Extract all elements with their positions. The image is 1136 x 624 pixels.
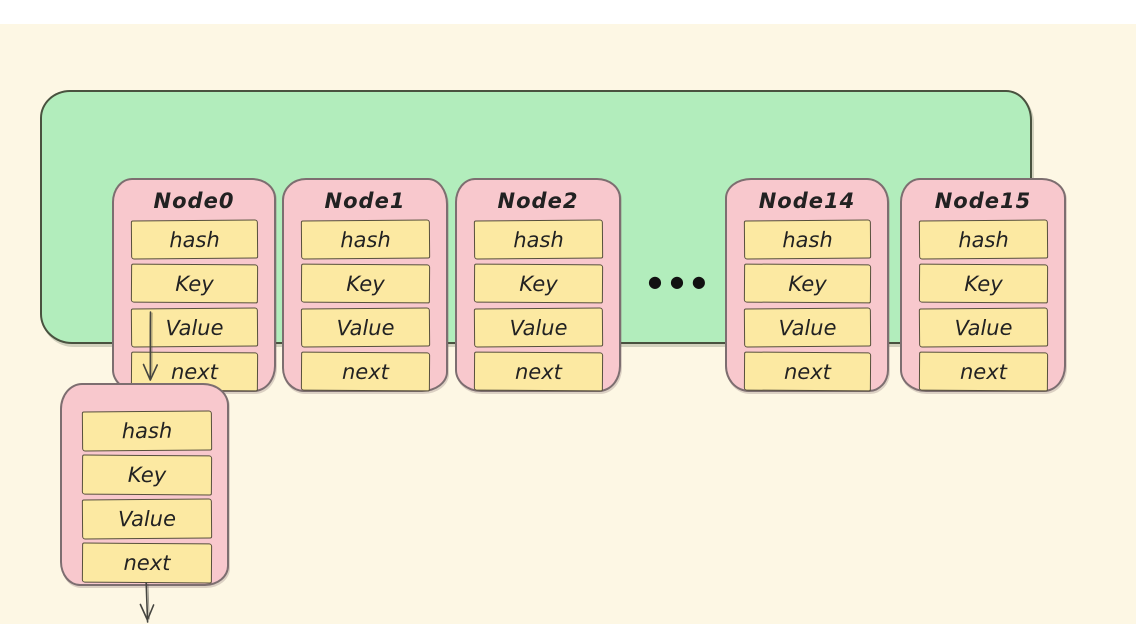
field-value: Value	[300, 307, 431, 348]
field-next: next	[473, 351, 604, 392]
field-value: Value	[918, 307, 1049, 348]
field-hash: hash	[918, 219, 1049, 260]
ellipsis-dots: ●●●	[648, 272, 714, 291]
field-hash: hash	[300, 219, 431, 260]
node-title: Node14	[758, 189, 856, 213]
field-value: Value	[473, 307, 604, 348]
field-key: Key	[300, 263, 431, 304]
node-fields: hash Key Value next	[743, 219, 872, 392]
field-next: next	[81, 542, 213, 584]
node-card-node14: Node14 hash Key Value next	[725, 178, 889, 392]
bucket-array-container: Node0 hash Key Value next Node1 hash Key…	[40, 90, 1066, 392]
field-next: next	[743, 351, 872, 392]
field-hash: hash	[473, 219, 604, 260]
diagram-canvas: Node0 hash Key Value next Node1 hash Key…	[0, 24, 1136, 624]
field-key: Key	[130, 263, 259, 304]
field-key: Key	[81, 454, 213, 496]
field-next: next	[300, 351, 431, 392]
node-title: Node0	[153, 189, 235, 213]
field-key: Key	[743, 263, 872, 304]
node-title: Node2	[497, 189, 579, 213]
node-fields: hash Key Value next	[130, 219, 259, 392]
node-fields: hash Key Value next	[300, 219, 431, 392]
field-value: Value	[130, 307, 259, 348]
node-card-node1: Node1 hash Key Value next	[282, 178, 448, 392]
field-hash: hash	[130, 219, 259, 260]
node-fields: hash Key Value next	[81, 410, 213, 584]
field-hash: hash	[743, 219, 872, 260]
field-value: Value	[81, 498, 213, 540]
node-title: Node15	[934, 189, 1032, 213]
node-fields: hash Key Value next	[918, 219, 1049, 392]
field-value: Value	[743, 307, 872, 348]
node-card-chained: hash Key Value next	[60, 383, 229, 586]
node-card-node2: Node2 hash Key Value next	[455, 178, 621, 392]
node-title: Node1	[324, 189, 406, 213]
node-card-node0: Node0 hash Key Value next	[112, 178, 276, 392]
node-fields: hash Key Value next	[473, 219, 604, 392]
field-next: next	[918, 351, 1049, 392]
field-hash: hash	[81, 410, 213, 452]
field-key: Key	[473, 263, 604, 304]
field-key: Key	[918, 263, 1049, 304]
node-card-node15: Node15 hash Key Value next	[900, 178, 1066, 392]
